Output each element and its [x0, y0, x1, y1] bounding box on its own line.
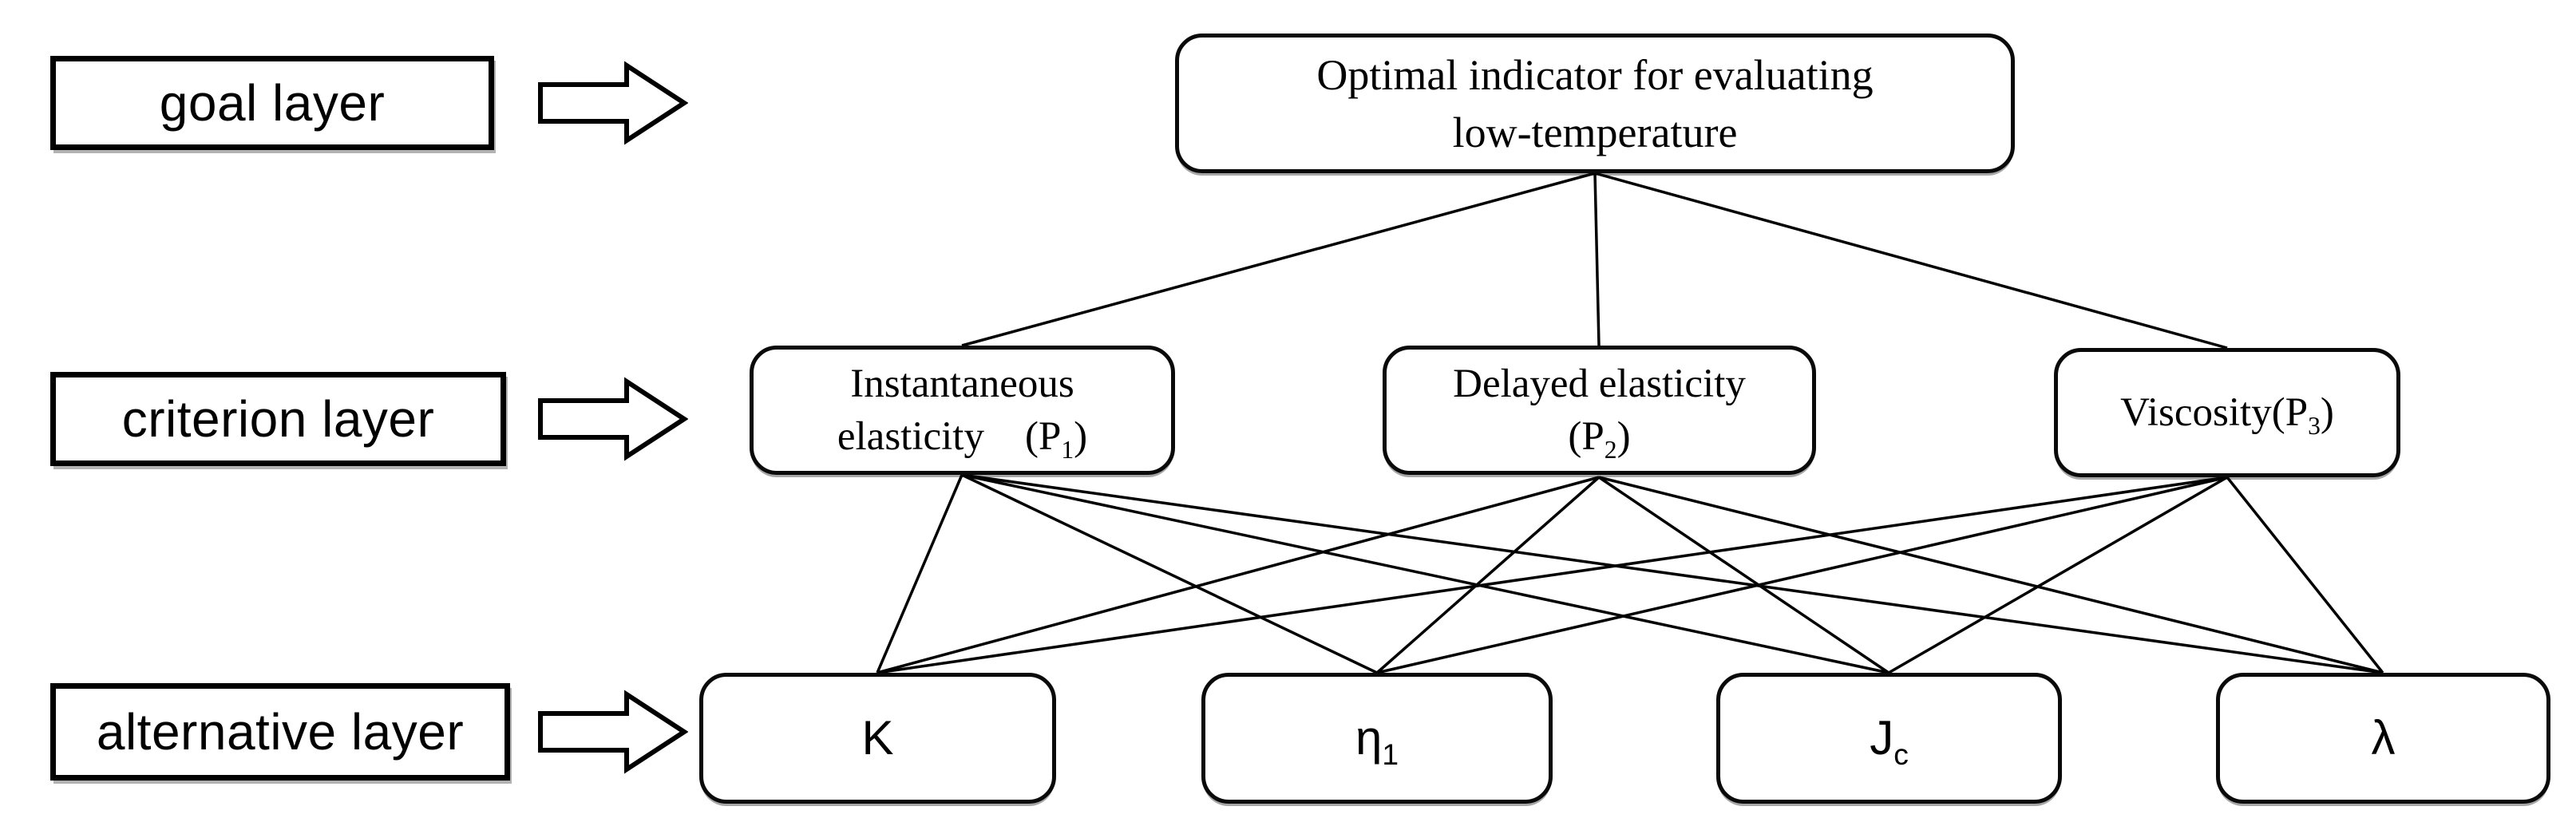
right-arrow-icon: [538, 690, 688, 774]
node-label-line: elasticity (P1): [837, 414, 1088, 464]
node-label-line: low-temperature: [1452, 108, 1738, 156]
alternative-node-k: K: [699, 673, 1056, 804]
criterion-layer-label: criterion layer: [50, 372, 506, 466]
connector-line-p2-eta: [1375, 476, 1601, 674]
node-label-line: (P2): [1568, 414, 1631, 464]
connector-line-p3-eta: [1376, 476, 2228, 674]
connector-line-p1-eta: [961, 473, 1378, 674]
connector-line-p1-k: [876, 474, 964, 674]
connector-line-goal-p1: [961, 172, 1596, 347]
node-label-line: K: [861, 711, 894, 765]
connector-line-p3-lambda: [2226, 476, 2384, 674]
connector-line-p1-jc: [961, 473, 1889, 674]
connector-line-p2-jc: [1598, 476, 1889, 674]
alternative-node-eta1: η1: [1201, 673, 1553, 804]
criterion-layer-label-text: criterion layer: [121, 390, 435, 448]
connector-line-p3-k: [876, 476, 2228, 674]
node-label-line: Optimal indicator for evaluating: [1316, 50, 1874, 99]
connector-line-goal-p2: [1593, 172, 1601, 346]
right-arrow-icon: [538, 61, 688, 145]
alternative-node-jc: Jc: [1716, 673, 2062, 804]
right-arrow-icon: [538, 377, 688, 461]
connector-line-p2-lambda: [1598, 476, 2384, 674]
criterion-node-delayed-elasticity: Delayed elasticity (P2): [1383, 346, 1816, 475]
node-label-line: Viscosity(P3): [2120, 390, 2334, 441]
node-label-line: λ: [2371, 711, 2396, 765]
criterion-node-instantaneous-elasticity: Instantaneous elasticity (P1): [750, 346, 1175, 475]
connector-line-goal-p3: [1594, 172, 2228, 350]
node-label-line: Delayed elasticity: [1453, 362, 1746, 406]
connector-line-p3-jc: [1888, 476, 2228, 674]
node-label-line: η1: [1355, 711, 1399, 771]
connector-line-p1-lambda: [961, 473, 2384, 674]
goal-node: Optimal indicator for evaluating low-temp…: [1175, 34, 2015, 173]
goal-layer-label: goal layer: [50, 56, 494, 150]
alternative-node-lambda: λ: [2216, 673, 2550, 804]
alternative-layer-label-text: alternative layer: [96, 703, 465, 761]
criterion-node-viscosity: Viscosity(P3): [2054, 348, 2400, 477]
node-label-line: Jc: [1870, 711, 1909, 771]
connector-line-p2-k: [876, 476, 1600, 674]
node-label-line: Instantaneous: [850, 362, 1074, 406]
goal-layer-label-text: goal layer: [159, 74, 386, 132]
alternative-layer-label: alternative layer: [50, 683, 510, 781]
